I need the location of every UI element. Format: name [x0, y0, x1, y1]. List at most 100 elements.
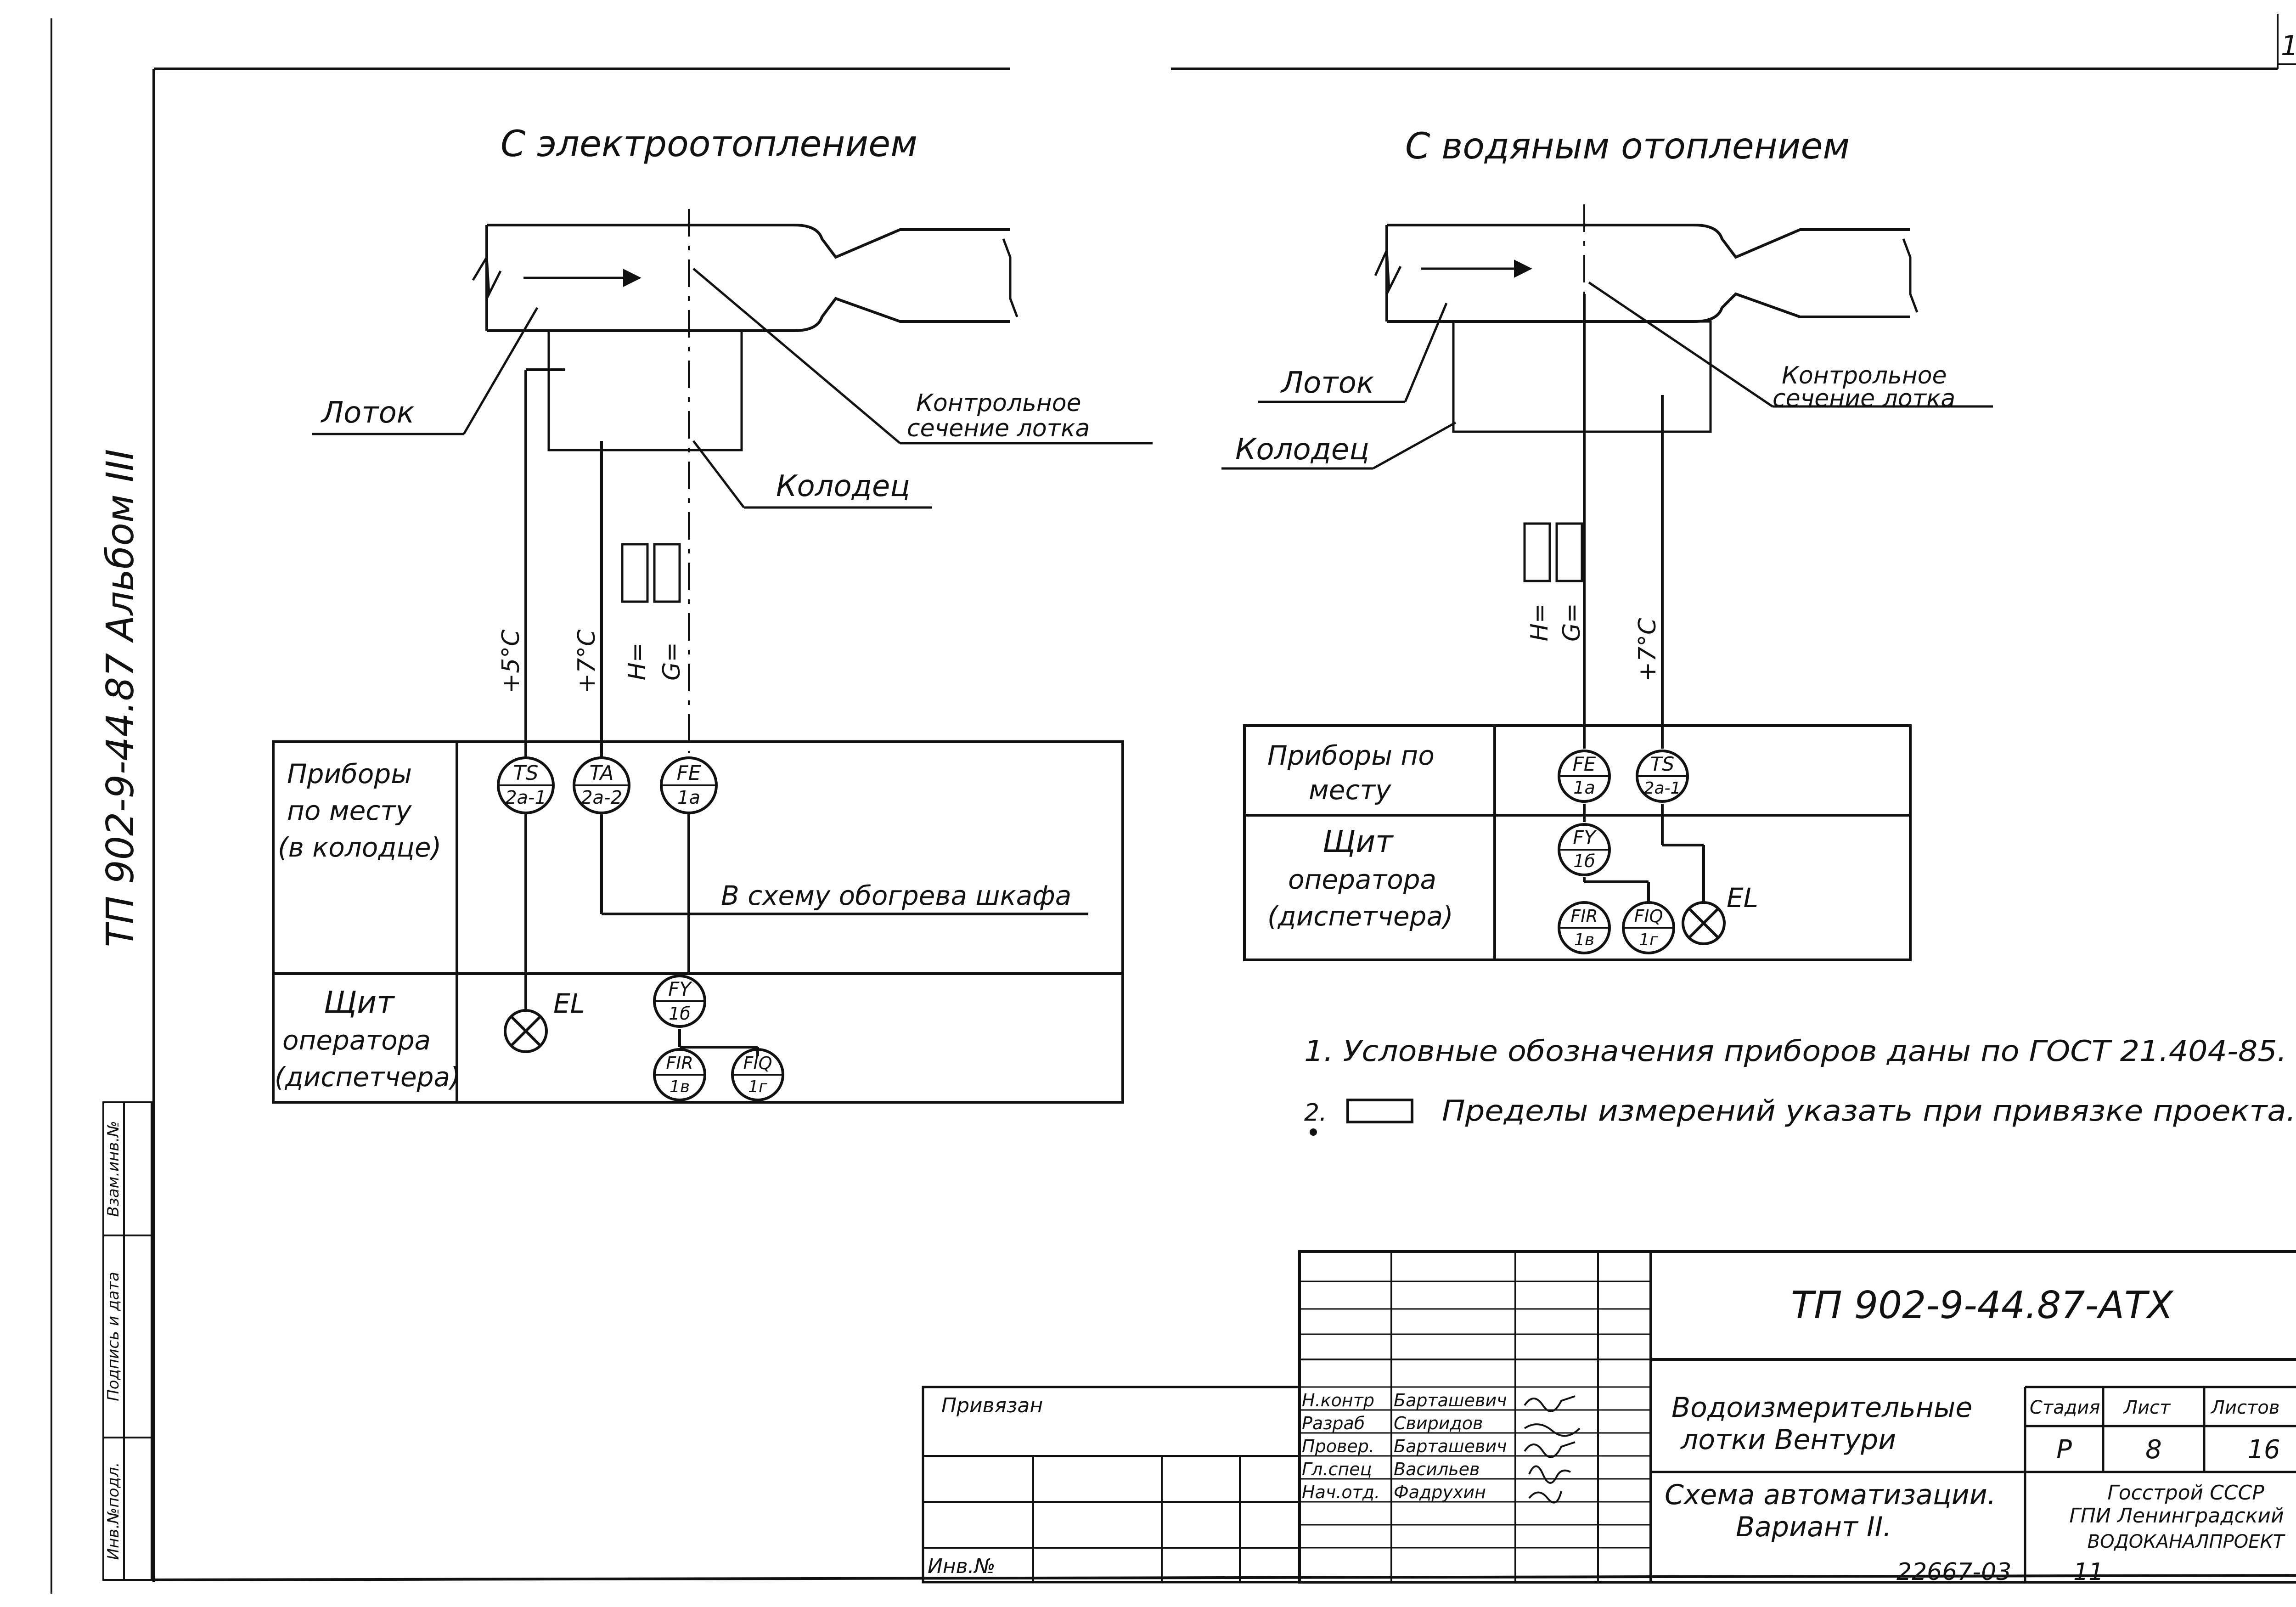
right-limit-box-h — [1523, 522, 1551, 582]
right-leaders — [1221, 281, 1993, 470]
page-number: 10 — [2281, 30, 2296, 62]
right-lamp-label: EL — [1727, 882, 1758, 913]
left-line-label-ts: +5°C — [497, 629, 525, 694]
archive-sheet: 11 — [2073, 1558, 2104, 1586]
left-lamp-label: EL — [553, 988, 585, 1019]
instrument-r-fy-1b-bottom: 1б — [1573, 851, 1595, 871]
instrument-fiq-1g-bottom: 1г — [748, 1077, 768, 1096]
left-row1-line2: по месту — [287, 795, 412, 826]
left-limit-box-g — [653, 543, 681, 603]
right-variant: С водяным отоплением Лоток Контрольное с… — [1221, 126, 1993, 961]
instrument-fir-1v-top: FIR — [666, 1053, 693, 1073]
left-signal-lines — [524, 368, 1088, 1056]
left-heating-note: В схему обогрева шкафа — [721, 880, 1071, 911]
left-tray-label: Лоток — [321, 396, 415, 430]
left-well — [547, 329, 743, 451]
org-line-3: ВОДОКАНАЛПРОЕКТ — [2088, 1531, 2286, 1552]
signature-marks — [1524, 1395, 1581, 1504]
instrument-fe-1a: FE 1а — [660, 756, 718, 814]
instrument-r-fiq-1g: FIQ 1г — [1622, 901, 1675, 954]
sheet-title-1: Схема автоматизации. — [1665, 1479, 1996, 1511]
instrument-r-fe-1a-top: FE — [1573, 753, 1596, 775]
right-well-label: Колодец — [1235, 433, 1369, 467]
doc-code: ТП 902-9-44.87-АТХ — [1791, 1284, 2174, 1327]
instrument-ta-2a2: TA 2а-2 — [573, 756, 630, 814]
left-limit-box-h — [621, 543, 649, 603]
right-tray-label: Лоток — [1280, 366, 1374, 400]
right-row2-line2: оператора — [1288, 864, 1436, 895]
left-lamp-icon — [504, 1009, 548, 1053]
right-row2-line1: Щит — [1322, 824, 1394, 859]
inv-no-label: Инв.№ — [928, 1555, 995, 1578]
role-nach-otd: Нач.отд. — [1302, 1482, 1380, 1502]
drawing-frame — [51, 14, 2296, 1594]
left-line-label-ta: +7°C — [573, 629, 601, 694]
sheet-header: Лист — [2123, 1397, 2171, 1418]
instrument-fy-1b-top: FY — [668, 978, 692, 1000]
instrument-r-fiq-1g-top: FIQ — [1634, 906, 1663, 926]
instrument-r-fy-1b-top: FY — [1573, 826, 1597, 849]
left-well-label: Колодец — [776, 469, 910, 503]
title-block-grid — [922, 1250, 2296, 1584]
left-line-label-g: G= — [658, 642, 686, 681]
linked-label: Привязан — [941, 1394, 1043, 1417]
name-2: Свиридов — [1394, 1413, 1483, 1433]
instrument-fe-1a-top: FE — [676, 761, 701, 785]
right-well — [1452, 320, 1712, 433]
side-stamp — [102, 1101, 152, 1581]
left-leaders — [312, 268, 1153, 509]
instrument-r-fiq-1g-bottom: 1г — [1639, 930, 1659, 949]
role-prover: Провер. — [1302, 1436, 1374, 1456]
left-tray — [472, 209, 1019, 753]
instrument-ts-2a1-bottom: 2а-1 — [505, 787, 546, 808]
instrument-fir-1v-bottom: 1в — [670, 1077, 690, 1096]
left-row2-line3: (диспетчера) — [275, 1061, 461, 1093]
left-title: С электроотоплением — [501, 124, 917, 165]
sheet-value: 8 — [2145, 1435, 2162, 1465]
right-line-label-g: G= — [1558, 603, 1586, 642]
instrument-fy-1b: FY 1б — [653, 975, 706, 1028]
org-line-1: Госстрой СССР — [2107, 1481, 2264, 1505]
right-lamp-icon — [1682, 901, 1726, 945]
role-razrab: Разраб — [1302, 1413, 1365, 1433]
instrument-ts-2a1-top: TS — [513, 761, 539, 785]
sheets-header: Листов — [2210, 1397, 2279, 1418]
instrument-fe-1a-bottom: 1а — [677, 787, 700, 808]
instrument-fy-1b-bottom: 1б — [669, 1004, 691, 1024]
right-control-label-2: сечение лотка — [1773, 385, 1955, 412]
side-stamp-inv: Инв.№подл. — [104, 1462, 123, 1560]
note-2-box-icon — [1346, 1099, 1413, 1123]
note-1: 1. Условные обозначения приборов даны по… — [1304, 1034, 2287, 1068]
right-row2-line3: (диспетчера) — [1267, 901, 1453, 932]
right-title: С водяным отоплением — [1405, 126, 1850, 167]
org-line-2: ГПИ Ленинградский — [2069, 1504, 2284, 1528]
note-2-text: Пределы измерений указать при привязке п… — [1442, 1094, 2296, 1128]
stage-value: Р — [2056, 1435, 2072, 1465]
right-row1-line1: Приборы по — [1267, 740, 1435, 771]
role-n-kontr: Н.контр — [1302, 1390, 1374, 1410]
name-1: Барташевич — [1394, 1390, 1507, 1410]
left-control-label-1: Контрольное — [916, 389, 1081, 417]
instrument-fiq-1g: FIQ 1г — [731, 1048, 784, 1101]
instrument-r-ts-2a1-top: TS — [1650, 753, 1674, 775]
instrument-r-fir-1v: FIR 1в — [1558, 901, 1611, 954]
left-line-label-h: H= — [624, 643, 651, 681]
instrument-ta-2a2-bottom: 2а-2 — [581, 787, 622, 808]
side-stamp-replace: Взам.инв.№ — [104, 1121, 123, 1217]
instrument-r-ts-2a1-bottom: 2а-1 — [1644, 779, 1681, 798]
instrument-r-fe-1a: FE 1а — [1558, 750, 1611, 803]
left-row1-line3: (в колодце) — [278, 832, 441, 863]
right-row1-line2: месту — [1309, 774, 1391, 806]
left-row1-line1: Приборы — [287, 758, 412, 789]
instrument-fiq-1g-top: FIQ — [743, 1053, 772, 1073]
object-name-1: Водоизмерительные — [1671, 1392, 1972, 1424]
instrument-r-fir-1v-bottom: 1в — [1574, 930, 1594, 949]
name-5: Фадрухин — [1394, 1482, 1486, 1502]
object-name-2: лотки Вентури — [1680, 1424, 1896, 1456]
name-3: Барташевич — [1394, 1436, 1507, 1456]
role-gl-spec: Гл.спец — [1302, 1459, 1372, 1479]
right-line-label-h: H= — [1526, 603, 1553, 642]
right-limit-box-g — [1555, 522, 1583, 582]
note-2-number: 2. — [1304, 1099, 1327, 1127]
